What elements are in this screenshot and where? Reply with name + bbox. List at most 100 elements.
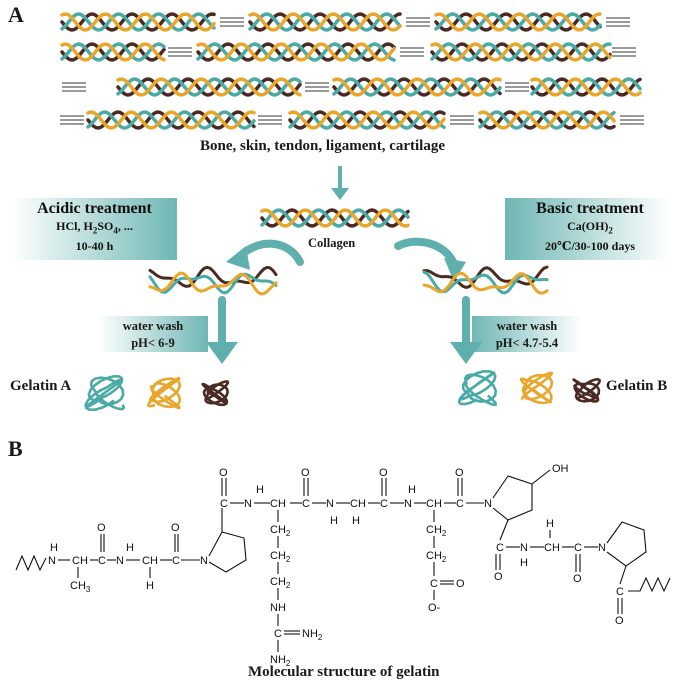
gelatin-a-coil-orange bbox=[147, 376, 182, 410]
denatured-strand bbox=[148, 271, 278, 296]
acidic-time: 10-40 h bbox=[75, 239, 114, 254]
denatured-strand bbox=[422, 271, 549, 295]
fibril-strand bbox=[60, 42, 166, 62]
collagen-label: Collagen bbox=[308, 236, 356, 250]
curved-arrow-left-icon bbox=[226, 239, 304, 270]
svg-text:C: C bbox=[98, 555, 106, 567]
svg-text:N: N bbox=[244, 498, 252, 510]
panel-letter-a: A bbox=[8, 2, 24, 27]
gelatin-a-coil-teal bbox=[84, 375, 126, 411]
svg-text:C: C bbox=[574, 542, 582, 554]
svg-text:O: O bbox=[219, 467, 228, 479]
panel-letter-b: B bbox=[8, 436, 23, 461]
svg-text:CH: CH bbox=[350, 498, 366, 510]
svg-text:O-: O- bbox=[428, 602, 441, 614]
svg-text:O: O bbox=[615, 615, 624, 627]
svg-text:CH: CH bbox=[270, 498, 286, 510]
svg-text:C: C bbox=[302, 498, 310, 510]
basic-conditions: 20℃/30-100 days bbox=[544, 239, 636, 254]
source-caption: Bone, skin, tendon, ligament, cartilage bbox=[200, 138, 446, 154]
svg-text:C: C bbox=[220, 498, 228, 510]
fibril-strand bbox=[478, 110, 616, 130]
svg-text:O: O bbox=[301, 467, 310, 479]
fibril-strand bbox=[530, 77, 642, 97]
denatured-strand bbox=[148, 272, 278, 295]
gelatin-coils bbox=[84, 370, 601, 411]
svg-text:NH2: NH2 bbox=[302, 628, 323, 642]
fibril-strand bbox=[86, 110, 256, 130]
svg-text:O: O bbox=[379, 467, 388, 479]
fibril-strand bbox=[196, 42, 396, 62]
svg-text:N: N bbox=[48, 555, 56, 567]
denatured-strand bbox=[422, 265, 549, 289]
molecular-structure-caption: Molecular structure of gelatin bbox=[248, 664, 440, 680]
wash-b-line1: water wash bbox=[496, 319, 558, 333]
svg-text:CH: CH bbox=[72, 555, 88, 567]
svg-text:C: C bbox=[430, 578, 438, 590]
wash-box-a bbox=[98, 316, 208, 352]
collagen-strand bbox=[260, 208, 410, 228]
fibril-strand bbox=[60, 12, 216, 32]
svg-text:O: O bbox=[456, 578, 465, 590]
svg-text:CH: CH bbox=[142, 555, 158, 567]
svg-text:H: H bbox=[546, 518, 554, 530]
fibril-strand bbox=[196, 42, 396, 62]
gelatin-b-label: Gelatin B bbox=[606, 378, 668, 394]
denatured-strands-left bbox=[148, 265, 278, 296]
svg-text:C: C bbox=[380, 498, 388, 510]
fibril-strand bbox=[478, 110, 616, 130]
svg-text:O: O bbox=[455, 467, 464, 479]
svg-text:C: C bbox=[456, 498, 464, 510]
fibril-strand bbox=[530, 77, 642, 97]
fibril-strand bbox=[116, 77, 302, 97]
svg-text:H: H bbox=[50, 542, 58, 554]
basic-reagent: Ca(OH)2 bbox=[567, 219, 613, 236]
svg-text:H: H bbox=[330, 515, 338, 527]
svg-text:C: C bbox=[274, 628, 282, 640]
svg-text:H: H bbox=[146, 580, 154, 592]
basic-treatment-box bbox=[505, 198, 670, 260]
svg-text:CH2: CH2 bbox=[426, 524, 447, 538]
curved-arrow-right-icon bbox=[394, 237, 466, 282]
fibril-strand bbox=[86, 110, 256, 130]
acidic-treatment-text: Acidic treatment HCl, H2SO4, ... 10-40 h bbox=[12, 200, 177, 254]
fibril-strand bbox=[248, 12, 402, 32]
fibril-strand bbox=[288, 110, 446, 130]
svg-text:O: O bbox=[573, 573, 582, 585]
fibril-strand bbox=[430, 42, 612, 62]
svg-text:C: C bbox=[496, 542, 504, 554]
svg-text:CH2: CH2 bbox=[426, 550, 447, 564]
acidic-reagents: HCl, H2SO4, ... bbox=[56, 219, 133, 236]
wash-a-line1: water wash bbox=[122, 319, 184, 333]
svg-text:N: N bbox=[116, 555, 124, 567]
wash-b-line2: pH< 4.7-5.4 bbox=[495, 336, 559, 350]
down-arrow-icon bbox=[331, 166, 349, 200]
wash-a-text: water wash pH< 6-9 bbox=[98, 318, 208, 352]
svg-text:CH2: CH2 bbox=[270, 550, 291, 564]
svg-text:CH: CH bbox=[426, 498, 442, 510]
svg-text:CH: CH bbox=[544, 542, 560, 554]
svg-text:OH: OH bbox=[552, 463, 569, 475]
svg-text:N: N bbox=[520, 542, 528, 554]
collagen-fibril-rows bbox=[60, 12, 644, 130]
svg-text:N: N bbox=[326, 498, 334, 510]
svg-text:CH2: CH2 bbox=[270, 576, 291, 590]
svg-text:H: H bbox=[520, 557, 528, 569]
arrow-to-gelatin-b-icon bbox=[450, 296, 482, 364]
fibril-strand bbox=[434, 12, 602, 32]
svg-text:C: C bbox=[616, 586, 624, 598]
svg-text:H: H bbox=[408, 484, 416, 496]
fibril-strand bbox=[60, 12, 216, 32]
fibril-strand bbox=[248, 12, 402, 32]
wash-box-b bbox=[472, 316, 582, 352]
collagen-strand bbox=[260, 208, 410, 228]
fibril-strand bbox=[116, 77, 302, 97]
svg-text:O: O bbox=[494, 571, 503, 583]
svg-text:H: H bbox=[126, 542, 134, 554]
wash-a-line2: pH< 6-9 bbox=[131, 336, 175, 350]
svg-text:N: N bbox=[404, 498, 412, 510]
gelatin-b-coil-orange bbox=[519, 371, 554, 405]
fibril-strand bbox=[434, 12, 602, 32]
svg-text:N: N bbox=[598, 542, 606, 554]
